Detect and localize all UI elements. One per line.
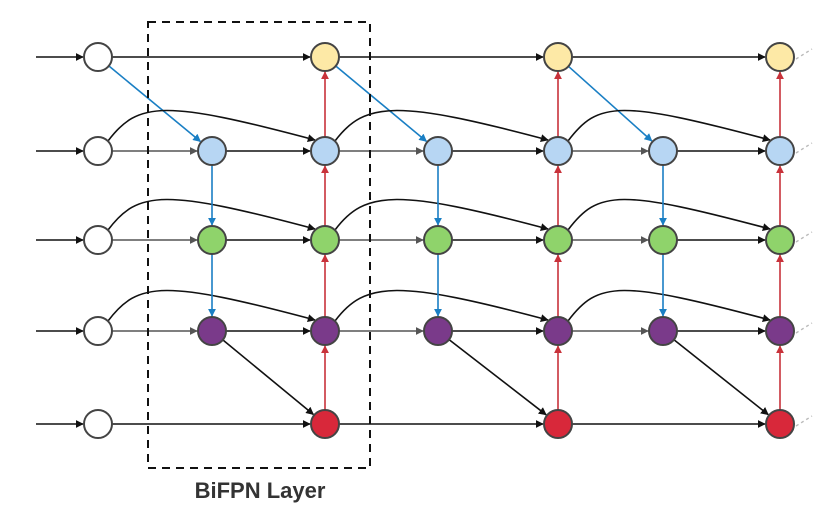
output-node-0-2	[310, 225, 340, 255]
intermediate-node-0-2	[197, 225, 227, 255]
output-node-1-0	[543, 42, 573, 72]
input-node-1	[83, 136, 113, 166]
edge-topdown-diagonal-0	[108, 65, 202, 143]
input-node-0	[83, 42, 113, 72]
edge-skip-curve-0-1	[107, 109, 316, 143]
input-node-3	[83, 316, 113, 346]
output-node-2-4	[765, 409, 795, 439]
intermediate-node-0-3	[197, 316, 227, 346]
intermediate-node-2-1	[648, 136, 678, 166]
output-node-1-4	[543, 409, 573, 439]
edge-continuation-1	[795, 142, 813, 154]
edge-skip-curve-2-3	[567, 289, 771, 323]
output-node-2-2	[765, 225, 795, 255]
output-node-2-0	[765, 42, 795, 72]
edge-continuation-2	[795, 231, 813, 243]
bifpn-layer-caption: BiFPN Layer	[194, 478, 326, 503]
edge-mid-diagonal-bottom-0	[222, 339, 315, 416]
intermediate-node-1-2	[423, 225, 453, 255]
edge-skip-curve-0-3	[107, 289, 316, 323]
intermediate-node-1-1	[423, 136, 453, 166]
edge-continuation-4	[795, 415, 813, 427]
input-node-2	[83, 225, 113, 255]
output-node-1-3	[543, 316, 573, 346]
output-node-0-0	[310, 42, 340, 72]
bifpn-layer-box	[147, 21, 371, 469]
edge-continuation-3	[795, 322, 813, 334]
edge-mid-diagonal-bottom-1	[448, 338, 547, 416]
intermediate-node-2-2	[648, 225, 678, 255]
output-node-1-2	[543, 225, 573, 255]
edge-skip-curve-0-2	[107, 198, 316, 232]
output-node-2-1	[765, 136, 795, 166]
output-node-0-4	[310, 409, 340, 439]
intermediate-node-2-3	[648, 316, 678, 346]
output-node-0-1	[310, 136, 340, 166]
intermediate-node-1-3	[423, 316, 453, 346]
edge-topdown-diagonal-1	[335, 65, 428, 143]
nodes-layer	[83, 42, 795, 439]
intermediate-node-0-1	[197, 136, 227, 166]
edge-skip-curve-1-2	[334, 198, 549, 232]
edge-mid-diagonal-bottom-2	[673, 339, 769, 416]
output-node-0-3	[310, 316, 340, 346]
edges-layer	[36, 48, 813, 428]
edge-skip-curve-1-1	[334, 109, 549, 143]
edge-topdown-diagonal-2	[567, 65, 653, 142]
output-node-2-3	[765, 316, 795, 346]
edge-skip-curve-1-3	[334, 289, 549, 323]
edge-skip-curve-2-2	[567, 198, 771, 232]
edge-skip-curve-2-1	[567, 109, 771, 143]
edge-continuation-0	[795, 48, 813, 60]
output-node-1-1	[543, 136, 573, 166]
input-node-4	[83, 409, 113, 439]
